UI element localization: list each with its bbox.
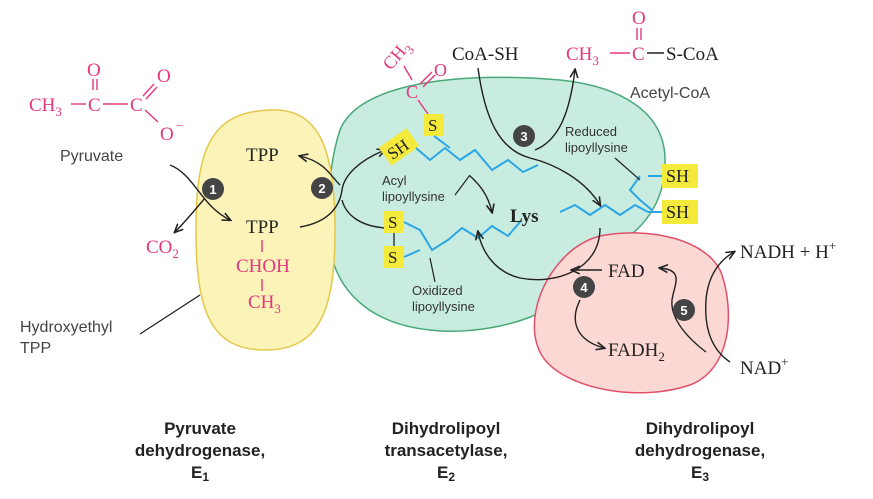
nadh-charge: + [829,238,836,253]
acyl-o: O [434,60,447,80]
pyruvate-c1: C [88,95,101,116]
fadh2-text: FADH [608,340,659,361]
acetyl-coa-molecule: CH3 C O S-CoA [566,8,719,68]
pyruvate-charge: − [176,118,183,133]
step-5-badge: 5 [673,299,695,321]
fadh2-sub: 2 [658,349,665,364]
acyl-chain [415,146,539,174]
oxidized-s2-label: S [388,248,397,267]
reduced-sh1-label: SH [666,166,689,186]
svg-text:1: 1 [209,182,216,197]
e3-caption-line1: Dihydrolipoyl [645,419,755,438]
e3-caption: Dihydrolipoyl dehydrogenase, E3 [600,418,800,488]
coa-sh-label: CoA-SH [452,44,519,65]
step3-arrow-acetylcoa [534,70,575,151]
acetyl-coa-scoa: S-CoA [666,44,719,65]
acetyl-coa-ch3: CH3 [566,44,599,68]
acyl-s-label: S [428,116,437,135]
acetyl-coa-o: O [632,8,646,29]
step-2-badge: 2 [311,177,333,199]
hydroxyethyl-label-line1: Hydroxyethyl [20,319,112,336]
oxidized-lipoyllysine-label-1: Oxidized [412,283,463,298]
step1-arrow-co2 [175,197,206,232]
pyruvate-o-minus: O [160,124,174,145]
e3-caption-line2: dehydrogenase, [634,441,766,460]
oxidized-s1-label: S [388,213,397,232]
pyruvate-label: Pyruvate [60,148,123,165]
tpp-bottom-label: TPP [246,217,279,238]
e2-caption-line2: transacetylase, [384,441,508,460]
acyl-to-lys-arrow [469,175,492,212]
acetyl-coa-label: Acetyl-CoA [630,85,710,102]
step2-arrow-top [300,156,341,186]
reduced-chain [559,203,649,217]
nad-charge: + [781,354,788,369]
choh-label: CHOH [236,256,290,277]
svg-text:3: 3 [520,129,527,144]
hydroxyethyl-pointer [139,294,201,335]
e2-caption-line1: Dihydrolipoyl [391,419,501,438]
oxidized-lipoyllysine-label-2: lipoyllysine [412,299,475,314]
step5-arrow-fad [660,268,707,353]
fadh2-label: FADH2 [608,340,665,364]
pyruvate-c2: C [130,95,143,116]
co2-label: CO2 [146,237,179,261]
reoxidation-arrow [478,227,601,281]
pyruvate-o-top1: O [87,60,101,81]
ch3-e1-label: CH3 [248,292,281,316]
reduced-sh2-label: SH [666,202,689,222]
acyl-lipoyllysine-label-1: Acyl [382,173,407,188]
e3-enzyme-blob [533,232,730,394]
step5-arrow-nadh [705,252,734,363]
step3-arrow-main [477,67,600,205]
pyruvate-molecule: CH3 C C O O O − [29,60,183,145]
step1-arrow-main [169,164,230,220]
reduced-lipoyllysine-label-1: Reduced [565,124,617,139]
nadh-text: NADH + H [740,242,829,263]
svg-text:5: 5 [680,303,687,318]
nadh-label: NADH + H+ [740,238,836,263]
pyruvate-ch3: CH3 [29,95,62,119]
tpp-top-label: TPP [246,145,279,166]
svg-text:2: 2 [318,181,325,196]
e3-caption-line3: E3 [690,463,710,484]
svg-text:4: 4 [580,280,588,295]
e1-caption-line2: dehydrogenase, [134,441,266,460]
oxidized-chain [403,221,521,252]
step2-arrow-oxidized [341,199,386,229]
e2-caption-line3: E2 [436,463,456,484]
e2-caption: Dihydrolipoyl transacetylase, E2 [346,418,546,488]
acyl-ch3: CH3 [378,37,417,77]
step2-arrow-acyl [299,150,385,228]
step-1-badge: 1 [202,178,224,200]
e1-caption: Pyruvate dehydrogenase, E1 [100,418,300,488]
step-3-badge: 3 [513,125,535,147]
e1-enzyme-blob [195,109,336,351]
reduced-lipoyllysine-label-2: lipoyllysine [565,140,628,155]
acetyl-coa-c: C [632,44,645,65]
pyruvate-o-top2: O [157,66,171,87]
lys-label: Lys [510,206,539,227]
step4-arrow-fadh2 [574,299,604,348]
acyl-c: C [406,82,418,102]
hydroxyethyl-label-line2: TPP [20,340,51,357]
nad-label: NAD+ [740,354,789,379]
nad-text: NAD [740,358,781,379]
step-4-badge: 4 [573,276,595,298]
e1-caption-line1: Pyruvate [164,419,236,438]
fad-label: FAD [608,261,645,282]
e1-caption-line3: E1 [190,463,210,484]
acyl-lipoyllysine-label-2: lipoyllysine [382,189,445,204]
